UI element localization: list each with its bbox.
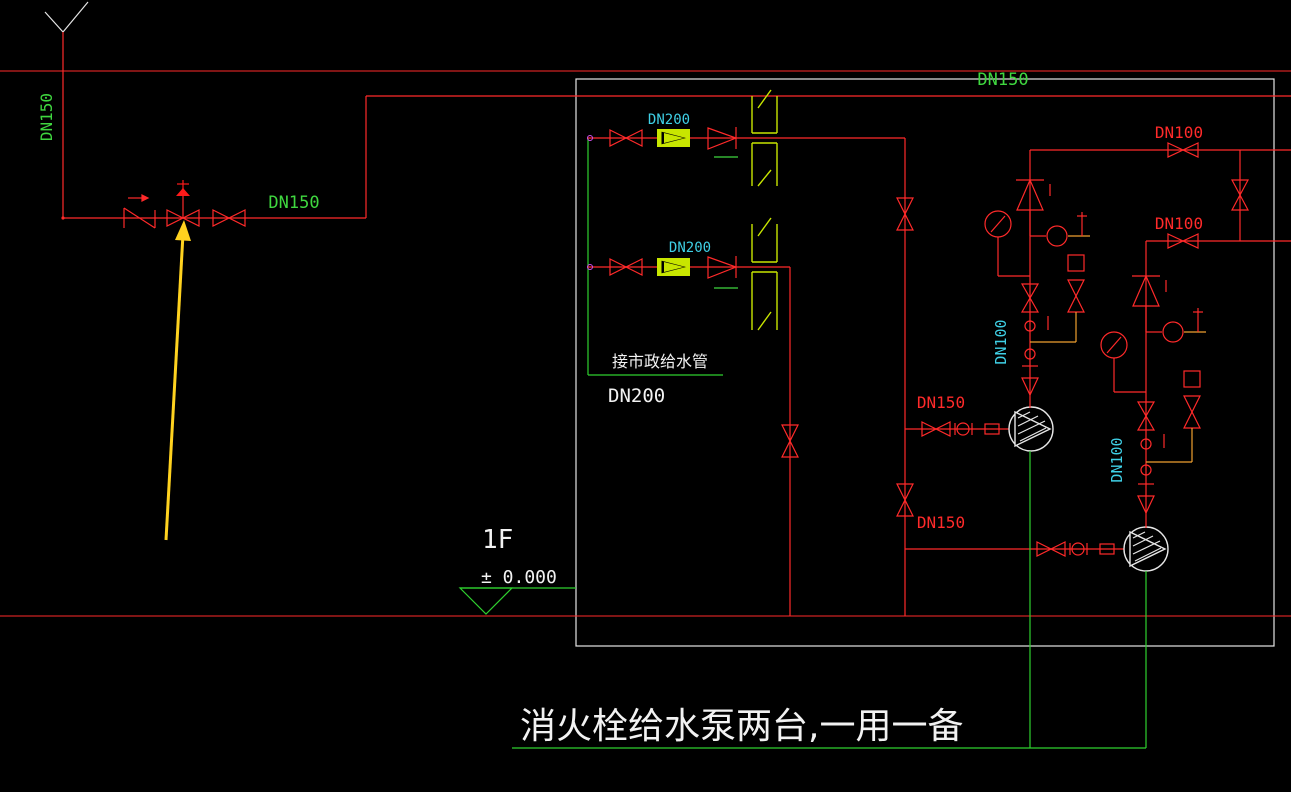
elevation-marker-icon (458, 587, 576, 615)
gate-valve-icon (896, 483, 914, 517)
pressure-relief-assembly-icon (1029, 210, 1090, 343)
check-valve-icon (707, 127, 738, 158)
valve-handwheel-marker-icon (176, 180, 190, 196)
pressure-relief-assembly-icon (1145, 306, 1206, 463)
vent-cap-symbol (44, 1, 89, 33)
dn150-inlet-label: DN150 (268, 193, 319, 213)
pump-room-frame (575, 78, 1275, 647)
gate-valve-icon (781, 424, 799, 458)
gate-valve-icon (609, 129, 643, 147)
pipe-end-cap (587, 264, 593, 270)
pump-caption: 消火栓给水泵两台,一用一备 (520, 706, 963, 747)
water-meter-icon (657, 258, 690, 276)
gate-valve-icon (1136, 401, 1165, 515)
butterfly-valve-icon (212, 209, 246, 227)
pressure-gauge-icon (984, 210, 1030, 277)
dn100-pump1-vertical-label: DN100 (992, 319, 1010, 364)
pipe-end-cap (587, 135, 593, 141)
gate-valve-icon (1167, 142, 1199, 158)
dn200-upper-label: DN200 (648, 112, 690, 128)
dn150-top-label: DN150 (977, 70, 1028, 90)
annotation-pointer-arrow (164, 220, 191, 541)
dn150-pump1-label: DN150 (917, 393, 965, 412)
pipe-joint (61, 216, 65, 220)
check-valve-icon (1132, 274, 1167, 307)
check-valve-icon (707, 256, 738, 289)
municipal-pipe-label: 接市政给水管 (612, 352, 708, 371)
dn150-vertical-label: DN150 (37, 93, 56, 141)
municipal-dn-label: DN200 (608, 385, 665, 407)
floor-elevation-label: ± 0.000 (481, 567, 557, 588)
fire-pump-2-icon (1123, 526, 1169, 572)
gate-valve-icon (1036, 541, 1115, 557)
check-valve-icon (1016, 178, 1051, 211)
gate-valve-icon (921, 421, 1000, 437)
dn200-lower-label: DN200 (669, 240, 711, 256)
flexible-joint-upper-icon (751, 89, 778, 187)
check-valve-icon (123, 194, 156, 229)
gate-valve-icon (896, 197, 914, 231)
pressure-gauge-icon (1100, 331, 1146, 393)
gate-valve-icon (1167, 233, 1199, 249)
dn150-pump2-label: DN150 (917, 513, 965, 532)
gate-valve-icon (609, 258, 643, 276)
dn100-pump2-vertical-label: DN100 (1108, 437, 1126, 482)
flexible-joint-lower-icon (751, 217, 778, 331)
floor-name-label: 1F (482, 525, 513, 555)
water-meter-icon (657, 129, 690, 147)
gate-valve-icon (1231, 179, 1249, 211)
gate-valve-icon (1020, 283, 1049, 397)
dn100-mid-label: DN100 (1155, 214, 1203, 233)
fire-pump-1-icon (1008, 406, 1054, 452)
dn100-top-label: DN100 (1155, 123, 1203, 142)
